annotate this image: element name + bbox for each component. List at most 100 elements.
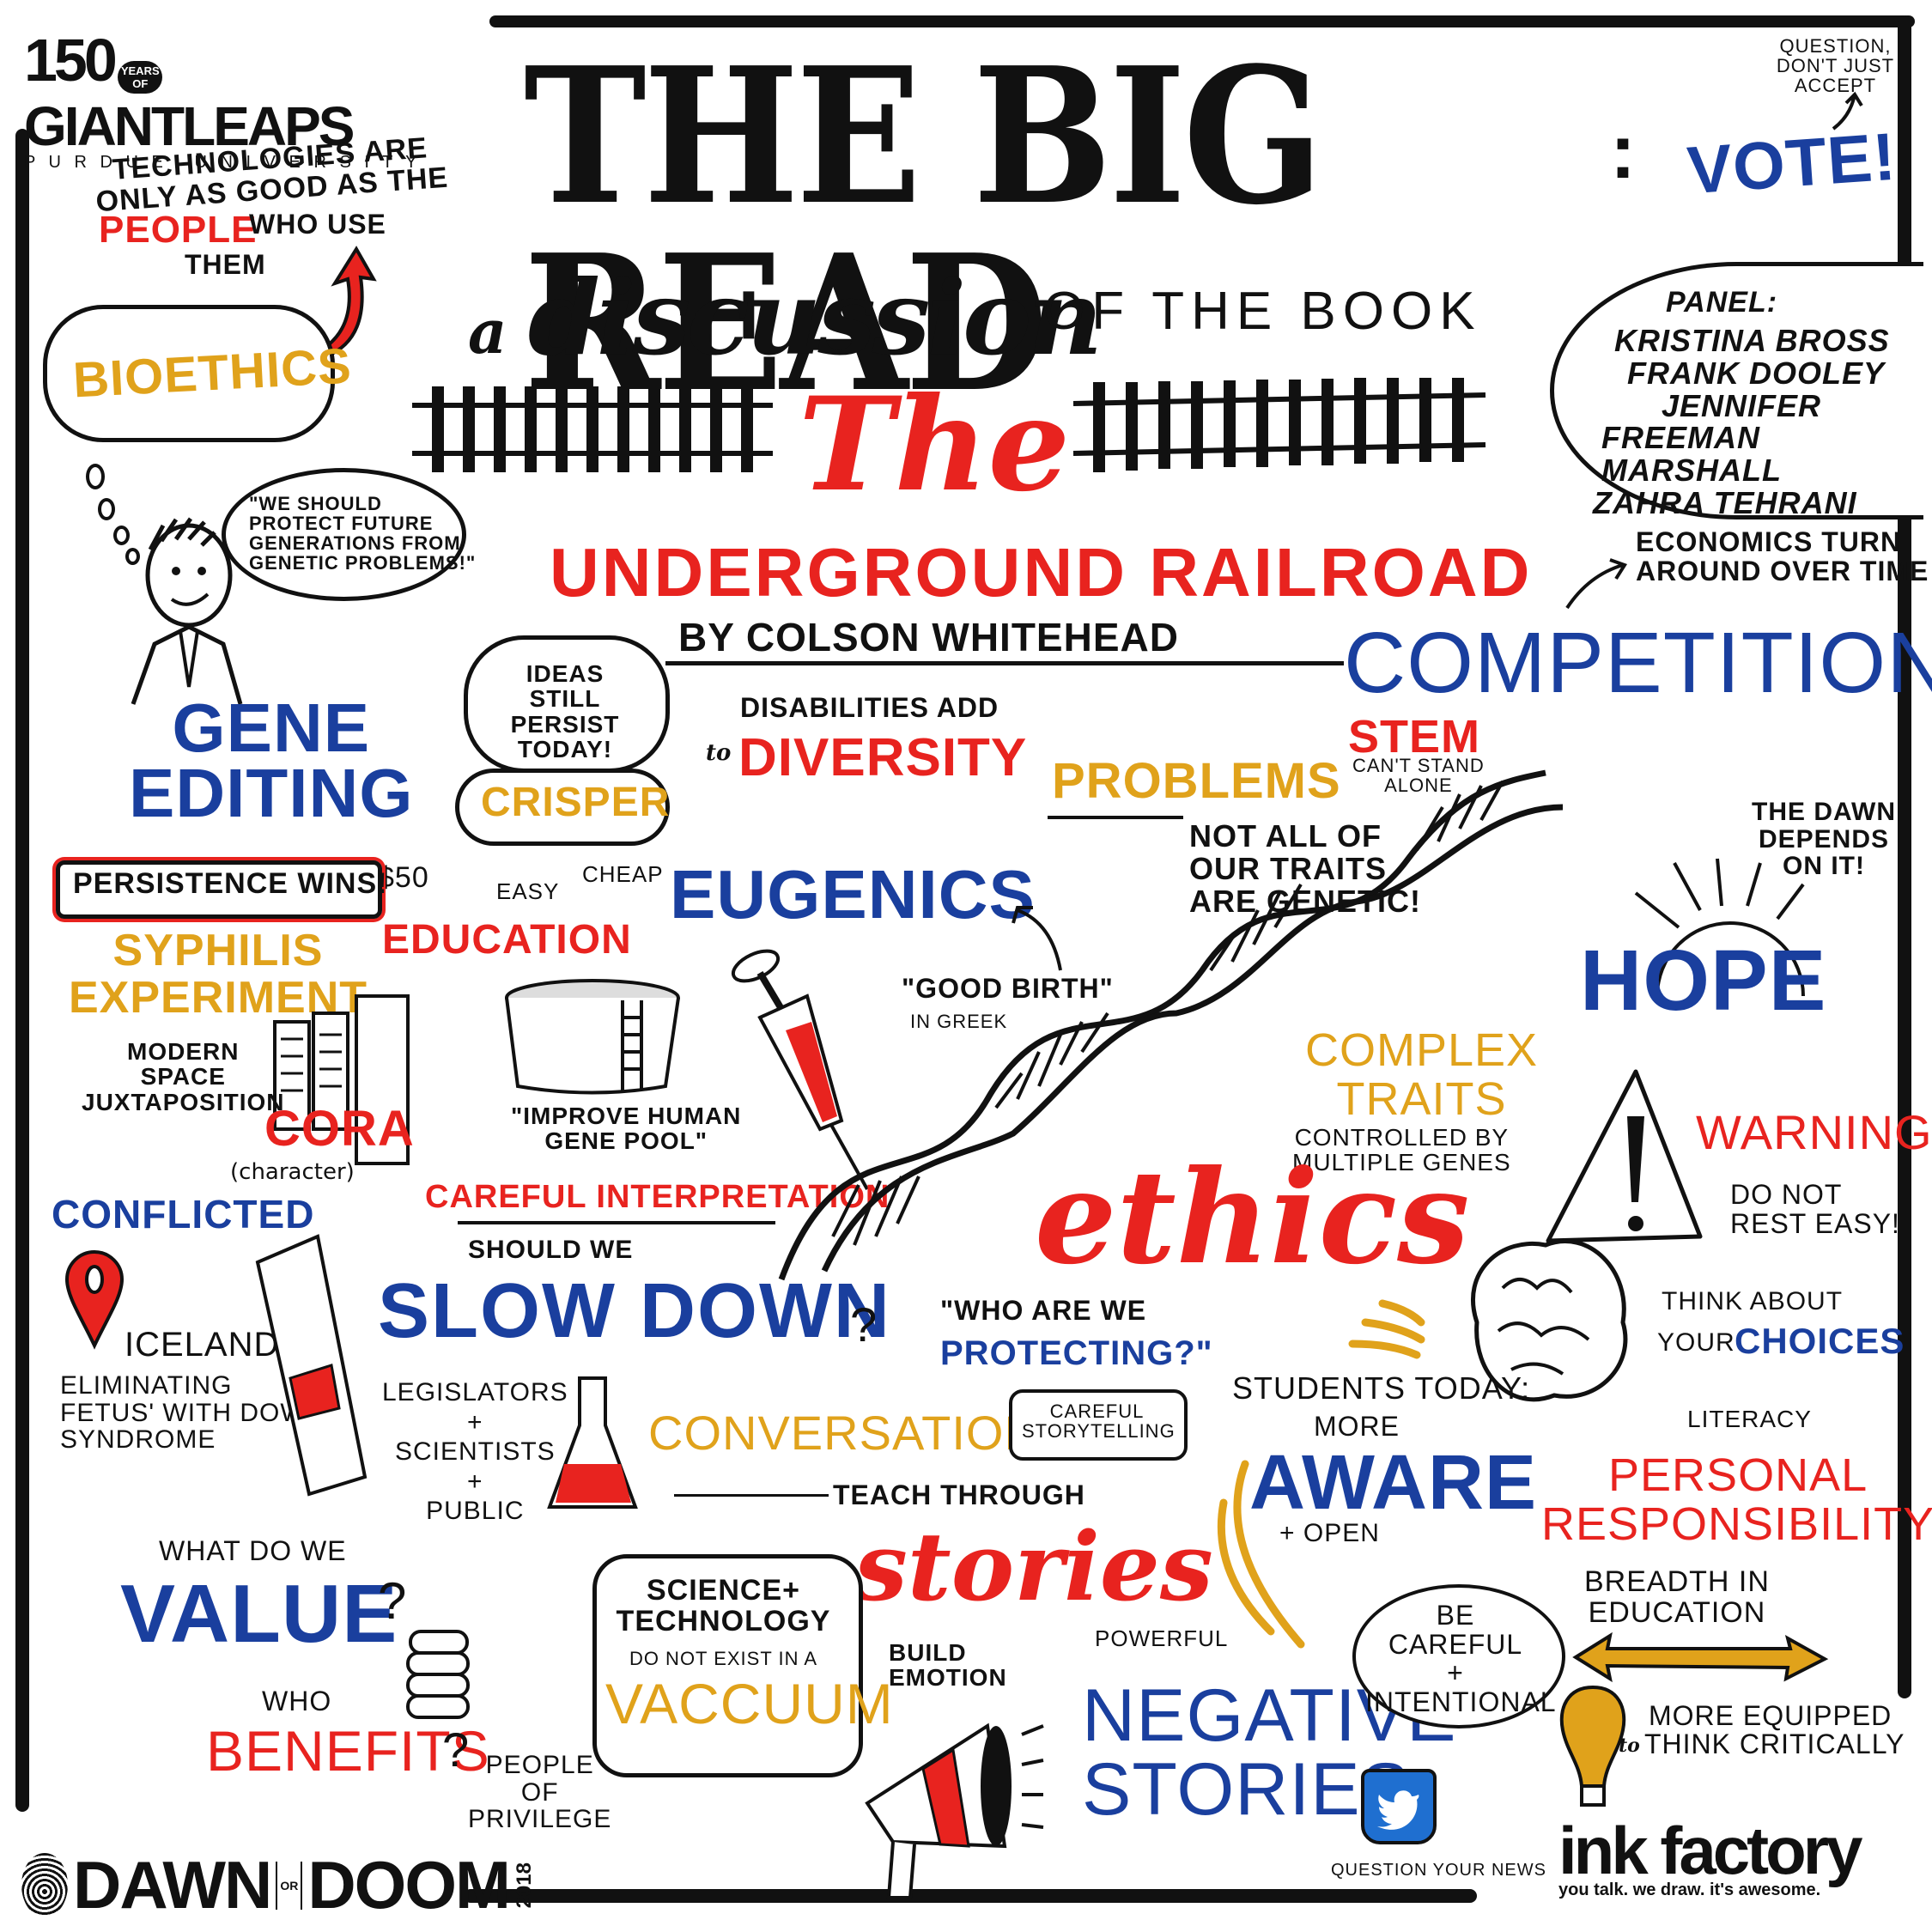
gene-pool-icon xyxy=(505,979,680,1095)
controlled-by: CONTROLLED BY MULTIPLE GENES xyxy=(1292,1124,1511,1176)
protect-speech-bubble xyxy=(222,468,466,601)
frame-top-line xyxy=(489,15,1915,27)
logo-or: OR xyxy=(276,1861,303,1910)
technologies-people: PEOPLE xyxy=(99,209,258,251)
benefits-label: BENEFITS xyxy=(206,1719,490,1783)
book-title: UNDERGROUND RAILROAD xyxy=(550,534,1533,611)
not-exist: DO NOT EXIST IN A xyxy=(629,1648,818,1669)
book-author: BY COLSON WHITEHEAD xyxy=(678,615,1179,659)
think-to: to xyxy=(1619,1735,1640,1757)
diversity-to: to xyxy=(706,740,732,766)
warning-triangle-icon xyxy=(1546,1069,1703,1243)
logo-years-of: YEARS OF xyxy=(118,60,163,94)
science-technology: SCIENCE+ TECHNOLOGY xyxy=(616,1574,831,1637)
eugenics-title: EUGENICS xyxy=(670,856,1036,933)
panel-member: JENNIFER xyxy=(1662,387,1822,423)
giant-leaps-logo: 150 YEARS OF GIANTLEAPS P U R D U E U N … xyxy=(24,26,453,173)
think-critically: THINK CRITICALLY xyxy=(1644,1728,1905,1759)
book-the: The xyxy=(799,369,1071,520)
students-aware: AWARE xyxy=(1249,1440,1538,1526)
who-label: WHO xyxy=(262,1686,332,1716)
stem-label: STEM xyxy=(1348,711,1481,762)
students-open: + OPEN xyxy=(1279,1519,1380,1547)
ethics-label: ethics xyxy=(1035,1142,1470,1293)
dawn-depends: THE DAWN DEPENDS ON IT! xyxy=(1752,798,1896,880)
bioethics-cloud xyxy=(43,305,335,442)
panel-member: FRANK DOOLEY xyxy=(1627,355,1885,391)
subtitle-discussion: discussion xyxy=(528,258,1103,379)
arrow-icon xyxy=(1565,558,1628,610)
students-more: MORE xyxy=(1314,1411,1400,1442)
person-illustration-icon xyxy=(131,517,243,705)
persistence-box xyxy=(56,860,382,919)
value-label: VALUE xyxy=(120,1568,398,1660)
logo-dawn: DAWN xyxy=(73,1847,272,1923)
good-birth-greek: in GREEK xyxy=(910,1011,1008,1032)
logo-giantleaps: GIANTLEAPS xyxy=(24,95,355,157)
syphilis-title: SYPHILIS EXPERIMENT xyxy=(69,926,368,1023)
good-birth-quote: "GOOD BIRTH" xyxy=(902,973,1114,1004)
warning-label: WARNING xyxy=(1696,1105,1932,1159)
sun-icon xyxy=(1634,858,1805,997)
choices-label: CHOICES xyxy=(1735,1321,1905,1361)
gold-swoosh-icon xyxy=(1348,1299,1425,1359)
panel-member: FREEMAN MARSHALL xyxy=(1601,420,1782,489)
problems-underline xyxy=(1048,816,1183,819)
stakeholders-list: LEGISLATORS + SCIENTISTS + PUBLIC xyxy=(382,1378,568,1525)
crisper-price: $50 xyxy=(378,861,429,894)
protect-quote: "WE SHOULD PROTECT FUTURE GENERATIONS FR… xyxy=(249,493,477,574)
competition-title: COMPETITION xyxy=(1344,615,1932,711)
build-emotion: BUILD EMOTION xyxy=(889,1639,1007,1692)
education-label: EDUCATION xyxy=(382,917,632,963)
careful-underline xyxy=(458,1221,775,1224)
cora-character: (character) xyxy=(230,1159,355,1185)
logo-doom: DOOM xyxy=(307,1847,511,1923)
personal-responsibility: PERSONAL RESPONSIBILITY xyxy=(1541,1449,1932,1550)
slow-down-label: SLOW DOWN xyxy=(378,1268,891,1354)
coin-stack-icon xyxy=(406,1630,470,1719)
ink-factory-tagline: you talk. we draw. it's awesome. xyxy=(1558,1880,1821,1900)
flask-icon xyxy=(547,1376,638,1509)
should-we-label: SHOULD WE xyxy=(468,1236,634,1264)
be-careful-bubble xyxy=(1352,1584,1565,1728)
author-underline xyxy=(665,661,1344,665)
ideas-cloud xyxy=(464,635,670,773)
rest-easy: DO NOT REST EASY! xyxy=(1730,1179,1900,1239)
gene-editing-title: GENE EDITING xyxy=(129,690,414,831)
map-pin-icon xyxy=(64,1250,125,1350)
think-your: YOUR xyxy=(1657,1328,1735,1357)
scroll-icon xyxy=(255,1234,368,1497)
teach-through-label: TEACH THROUGH xyxy=(833,1479,1085,1510)
ideas-cloud-text: IDEAS STILL PERSIST TODAY! xyxy=(510,660,620,763)
problems-label: PROBLEMS xyxy=(1052,753,1341,809)
modern-space-label: MODERN SPACE JUXTAPOSITION xyxy=(82,1038,285,1115)
gene-pool-quote: "IMPROVE HUMAN GENE POOL" xyxy=(511,1103,742,1155)
stem-note: CAN'T STAND ALONE xyxy=(1352,755,1485,797)
vaccuum-label: VACCUUM xyxy=(605,1672,894,1735)
hope-label: HOPE xyxy=(1580,933,1827,1029)
question-your-news: QUESTION YOUR NEWS xyxy=(1331,1861,1546,1880)
slow-down-question: ? xyxy=(850,1297,878,1352)
buildings-icon xyxy=(273,994,410,1165)
title-colon: : xyxy=(1610,109,1637,195)
more-equipped: MORE EQUIPPED xyxy=(1649,1700,1893,1731)
literacy-label: LITERACY xyxy=(1687,1406,1812,1432)
ink-factory-name: ink factory xyxy=(1558,1813,1862,1888)
careful-interpretation: CAREFUL INTERPRETATION xyxy=(425,1179,890,1215)
crisper-easy: EASY xyxy=(496,878,560,904)
powerful-label: POWERFUL xyxy=(1095,1625,1229,1651)
stories-label: stories xyxy=(854,1511,1213,1622)
brain-icon xyxy=(1471,1239,1628,1402)
conversation-label: CONVERSATION xyxy=(648,1406,1040,1460)
panel-speech-bubble xyxy=(1550,262,1923,519)
persistence-label: PERSISTENCE WINS! xyxy=(73,867,388,900)
who-protecting-1: "WHO ARE WE xyxy=(940,1295,1147,1326)
double-arrow-icon xyxy=(1572,1631,1829,1683)
complex-traits: COMPLEX TRAITS xyxy=(1305,1024,1539,1125)
curved-arrow-up-icon xyxy=(313,246,377,359)
be-careful-label: BE CAREFUL + INTENTIONAL xyxy=(1365,1600,1557,1717)
panel-member: KRISTINA BROSS xyxy=(1614,323,1890,358)
frame-bottom-line xyxy=(464,1889,1477,1903)
what-do-we-value: WHAT DO WE xyxy=(159,1535,347,1566)
twitter-icon[interactable] xyxy=(1361,1769,1437,1844)
